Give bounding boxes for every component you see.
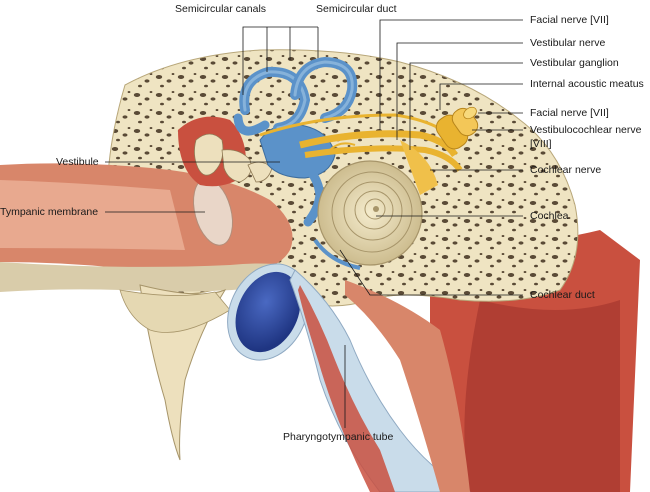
label-facial-nerve-top: Facial nerve [VII]: [530, 14, 609, 26]
cochlea: [313, 160, 423, 270]
label-vestibular-nerve: Vestibular nerve: [530, 37, 605, 49]
mastoid-part: [119, 289, 231, 333]
label-semicircular-duct: Semicircular duct: [316, 3, 397, 15]
tube-lumen: [298, 285, 395, 492]
label-cochlear-nerve: Cochlear nerve: [530, 164, 601, 176]
internal-acoustic-meatus: [435, 106, 479, 150]
leader-lines: [105, 19, 523, 428]
bony-labyrinth: [233, 56, 358, 227]
label-pharyngotympanic-tube: Pharyngotympanic tube: [283, 431, 393, 443]
label-facial-nerve-mid: Facial nerve [VII]: [530, 107, 609, 119]
ear-canal: [0, 180, 185, 250]
label-semicircular-canals: Semicircular canals: [175, 3, 266, 15]
label-vestibulocochlear-nerve-number: [VIII]: [530, 138, 552, 150]
label-cochlear-duct: Cochlear duct: [530, 289, 595, 301]
label-internal-acoustic-meatus: Internal acoustic meatus: [530, 78, 644, 90]
tube-muscle: [345, 280, 470, 492]
lower-bone-shelf: [0, 262, 290, 292]
label-vestibule: Vestibule: [56, 156, 99, 168]
label-tympanic-membrane: Tympanic membrane: [0, 206, 98, 218]
ossicles: [194, 133, 273, 183]
label-cochlea: Cochlea: [530, 210, 569, 222]
label-vestibular-ganglion: Vestibular ganglion: [530, 57, 619, 69]
jugular-vessel: [227, 263, 309, 361]
label-vestibulocochlear-nerve: Vestibulocochlear nerve: [530, 124, 642, 136]
lower-right-tissue: [464, 300, 620, 492]
labels: Semicircular canals Semicircular duct Fa…: [0, 3, 644, 443]
